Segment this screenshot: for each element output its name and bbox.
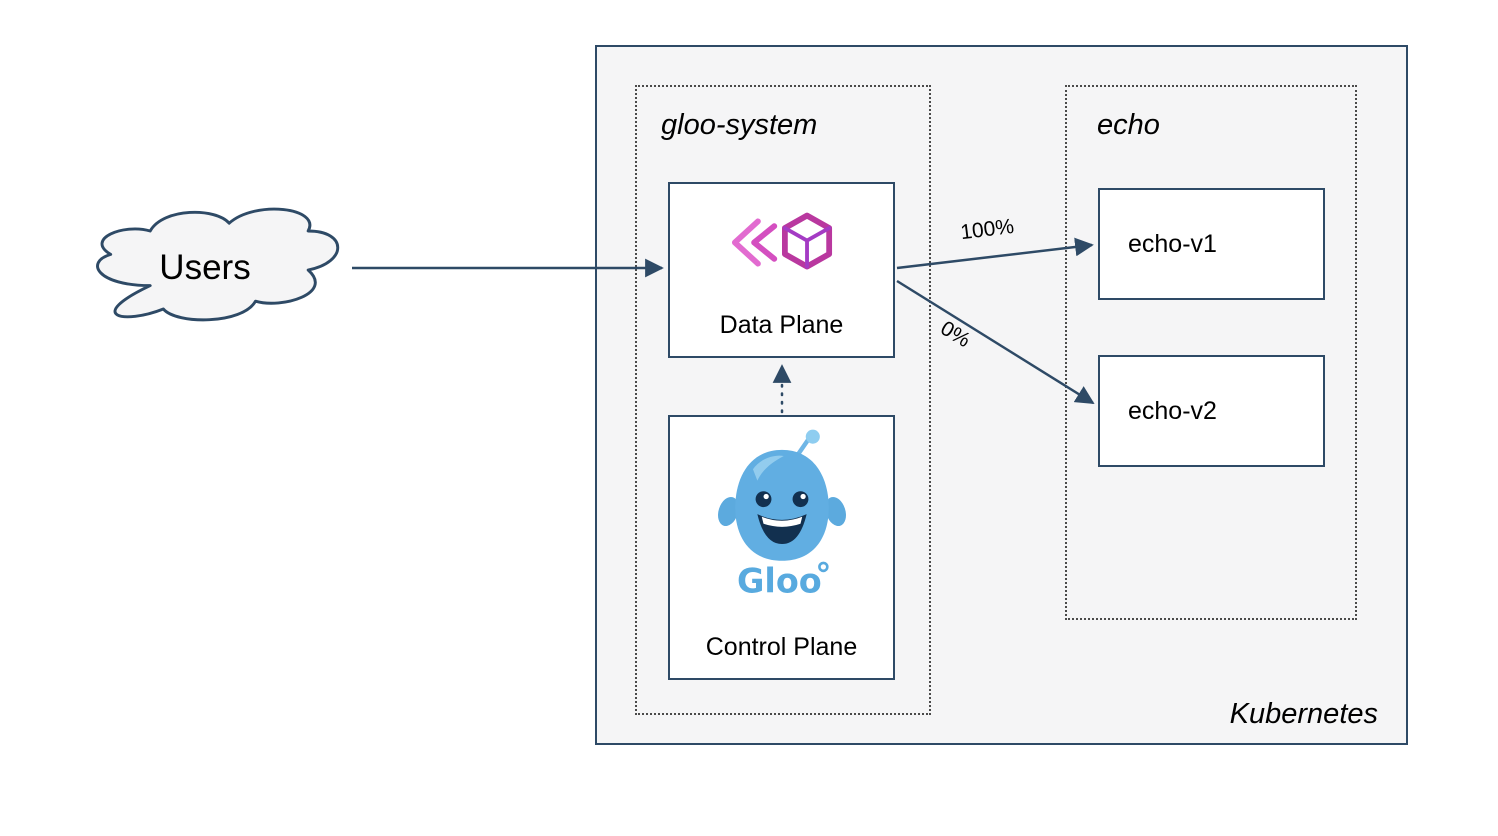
echo-v2-label: echo-v2 xyxy=(1128,396,1217,425)
data-plane-label: Data Plane xyxy=(719,311,844,339)
kubernetes-label: Kubernetes xyxy=(1229,698,1378,730)
users-cloud: Users xyxy=(80,192,352,348)
control-plane-label: Control Plane xyxy=(705,633,858,661)
data-plane-node: Data Plane xyxy=(668,182,895,358)
gloo-system-label: gloo-system xyxy=(661,109,818,141)
echo-v1-node: echo-v1 xyxy=(1098,188,1325,300)
users-label: Users xyxy=(159,248,251,287)
namespace-echo: echo xyxy=(1065,85,1357,620)
gloo-mascot-icon: Gloo xyxy=(717,429,846,600)
gloo-wordmark: Gloo xyxy=(736,561,821,600)
echo-namespace-label: echo xyxy=(1097,109,1160,141)
cloud-shape xyxy=(96,207,339,322)
control-plane-node: Gloo Control Plane xyxy=(668,415,895,680)
gloo-gateway-icon xyxy=(731,212,832,270)
echo-v1-label: echo-v1 xyxy=(1128,229,1217,258)
echo-v2-node: echo-v2 xyxy=(1098,355,1325,467)
